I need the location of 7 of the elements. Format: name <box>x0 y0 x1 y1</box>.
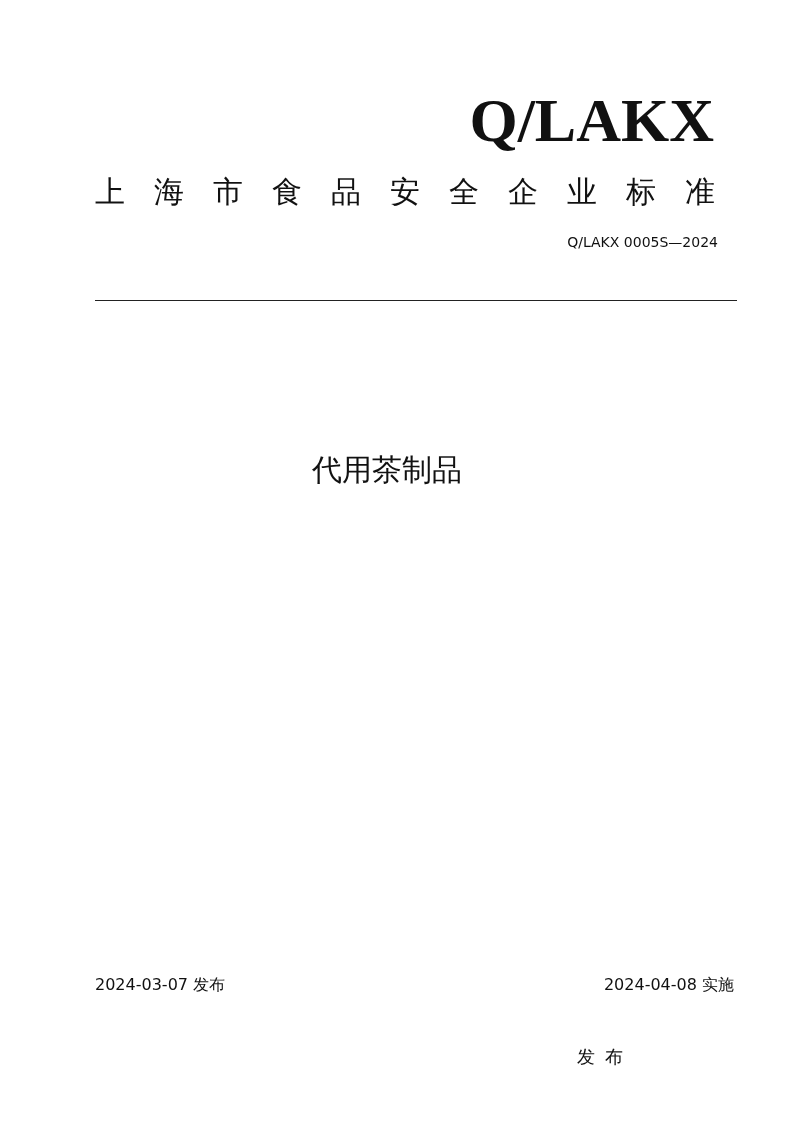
standard-code-heading: Q/LAKX <box>469 85 714 155</box>
standard-number: Q/LAKX 0005S—2024 <box>567 234 718 250</box>
standard-category-heading: 上海市食品安全企业标准 <box>95 173 744 211</box>
issue-date: 2024-03-07 发布 <box>95 975 226 996</box>
implementation-date: 2024-04-08 实施 <box>603 975 734 996</box>
document-title: 代用茶制品 <box>312 451 462 489</box>
publisher-line: 发 布 <box>577 1045 625 1069</box>
